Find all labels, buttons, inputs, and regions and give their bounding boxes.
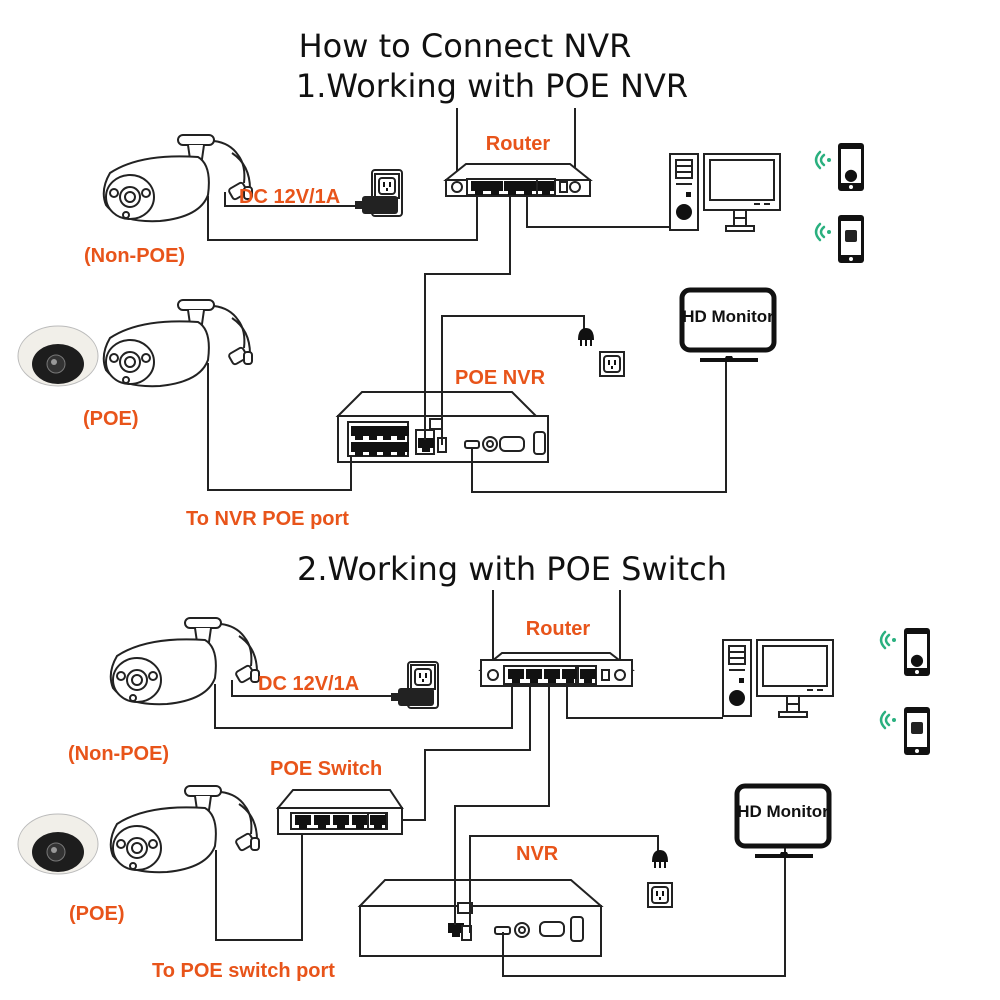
wifi-icon — [814, 222, 833, 242]
hd-monitor-icon — [737, 786, 829, 856]
section-heading: 2.Working with POE Switch — [297, 550, 727, 588]
apple-logo-icon: ● — [844, 165, 858, 184]
power-adapter-icon — [355, 169, 403, 217]
cable-dc-power — [231, 680, 393, 697]
wifi-icon — [814, 150, 833, 170]
cable-switch-router — [402, 685, 531, 821]
cable-camera-switch — [215, 834, 303, 941]
poe-label: (POE) — [83, 408, 139, 430]
dome-camera-icon — [17, 325, 99, 387]
dome-camera-icon — [17, 813, 99, 875]
cable-router-nvr — [424, 196, 511, 440]
cable-nvr-monitor — [502, 848, 786, 977]
poe-switch-icon — [275, 789, 404, 835]
dc-power-label: DC 12V/1A — [239, 186, 340, 208]
android-logo-icon — [845, 230, 857, 242]
wall-outlet-icon — [599, 351, 625, 377]
apple-logo-icon: ● — [910, 650, 924, 669]
recorder-label: NVR — [516, 843, 559, 865]
poe-label: (POE) — [69, 903, 125, 925]
monitor-label: HD Monitor — [737, 802, 829, 821]
router-icon — [443, 108, 593, 197]
android-logo-icon — [911, 722, 923, 734]
cable-camera-router — [214, 684, 513, 729]
router-label: Router — [486, 133, 551, 155]
cable-router-pc — [526, 196, 670, 228]
power-plug-icon — [578, 328, 594, 346]
bullet-camera-icon — [109, 785, 260, 874]
wifi-icon — [879, 630, 898, 650]
switch-label: POE Switch — [270, 758, 382, 780]
desktop-computer-icon — [669, 153, 781, 232]
power-plug-icon — [652, 850, 668, 868]
non-poe-label: (Non-POE) — [84, 245, 185, 267]
cable-camera-nvr — [207, 363, 352, 491]
monitor-label: HD Monitor — [682, 307, 774, 326]
recorder-label: POE NVR — [455, 367, 546, 389]
section-heading: 1.Working with POE NVR — [296, 67, 688, 105]
cable-nvr-power — [469, 835, 659, 933]
nvr-icon — [357, 879, 604, 957]
non-poe-label: (Non-POE) — [68, 743, 169, 765]
section-poe-switch: 2.Working with POE Switch Router (Non-PO… — [17, 550, 930, 982]
cable-nvr-power — [441, 315, 585, 445]
bullet-camera-icon — [102, 134, 253, 223]
port-hint-label: To POE switch port — [152, 960, 335, 982]
wall-outlet-icon — [647, 882, 673, 908]
bullet-camera-icon — [109, 617, 260, 706]
router-label: Router — [526, 618, 591, 640]
cable-camera-router — [207, 196, 478, 241]
page-title: How to Connect NVR — [299, 27, 632, 65]
cable-dc-power — [224, 192, 358, 207]
cable-router-nvr — [454, 685, 550, 925]
power-adapter-icon — [391, 661, 439, 709]
cable-nvr-monitor — [471, 358, 727, 493]
desktop-computer-icon — [722, 639, 834, 718]
dc-power-label: DC 12V/1A — [258, 673, 359, 695]
bullet-camera-icon — [102, 299, 253, 388]
port-hint-label: To NVR POE port — [186, 508, 349, 530]
wifi-icon — [879, 710, 898, 730]
cable-router-pc — [566, 685, 723, 719]
section-poe-nvr: 1.Working with POE NVR Router (Non-POE) … — [17, 67, 864, 530]
router-icon — [478, 590, 635, 687]
